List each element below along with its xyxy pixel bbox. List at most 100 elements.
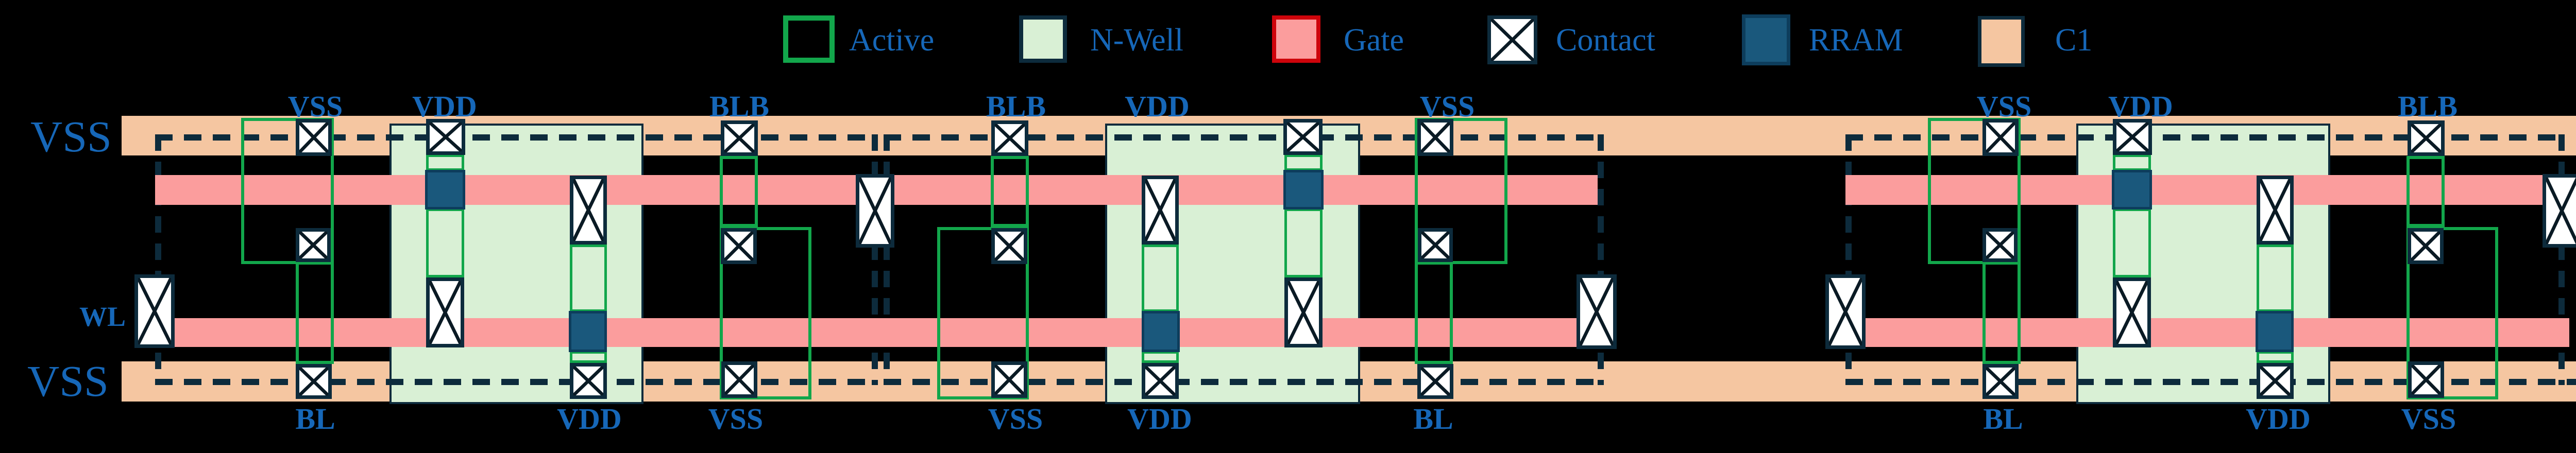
gate-swatch-icon [1272,15,1320,63]
legend-item-active-label: Active [849,23,935,58]
legend-item-gate-label: Gate [1344,23,1404,58]
cell-boundary-dash [155,134,872,141]
active-swatch-icon [783,15,835,63]
legend-item-c1-label: C1 [2055,23,2093,58]
active-region [1142,351,1179,363]
active-region [720,156,758,227]
cell-bottom-label: VDD [2246,402,2311,435]
cell-bottom-label: VSS [988,402,1043,435]
cell-bottom-label: VSS [2401,402,2456,435]
cell-top-label: BLB [986,90,1046,123]
active-region [296,262,334,364]
rram-device [1283,170,1324,210]
cell-top-label: VSS [1976,90,2032,123]
active-region [426,208,464,277]
contact-marker [1577,274,1617,349]
legend-item-nwell-label: N-Well [1090,23,1183,58]
contact-marker [991,361,1027,398]
active-region [1415,262,1453,364]
contact-marker [1982,228,2018,262]
contact-marker [721,361,757,398]
cell-bottom-label: VDD [557,402,622,435]
cell-bottom-label: BL [1413,402,1453,435]
rram-device [2256,311,2294,352]
cell-boundary-dash [872,134,878,385]
cell-bottom-label: BL [295,402,335,435]
contact-marker [296,364,332,399]
contact-marker [2257,363,2294,399]
contact-marker [856,174,894,248]
active-region [2406,156,2445,227]
cell-bottom-label: VSS [708,402,764,435]
rram-device [1142,311,1180,352]
active-region [937,227,1029,399]
gate-bar [175,318,1577,347]
contact-marker [721,228,757,264]
legend-item-contact-label: Contact [1556,23,1655,58]
active-region [1284,208,1323,277]
active-region [426,154,464,171]
contact-marker [570,176,607,245]
cell-top-label: VSS [287,90,343,123]
contact-marker [2408,120,2445,156]
contact-marker [426,119,465,155]
rram-device [569,311,607,352]
contact-marker [426,277,464,347]
contact-marker [721,120,758,156]
cell-top-label: VDD [2108,90,2173,123]
active-region [1142,245,1179,312]
cell-top-label: VDD [1125,90,1190,123]
contact-marker [134,274,175,348]
label-wl: WL [79,301,126,332]
contact-marker [1417,364,1453,399]
active-region [720,227,811,399]
active-region [1982,262,2021,364]
active-region [2113,154,2151,171]
cell-boundary-dash [155,379,872,385]
rram-device [425,170,465,210]
contact-marker [1142,363,1179,399]
cell-top-label: VDD [412,90,477,123]
active-region [1284,154,1323,171]
contact-marker [991,120,1028,156]
contact-swatch-icon [1487,15,1537,64]
cell-bottom-label: VDD [1127,402,1192,435]
contact-marker [296,119,332,156]
cell-bottom-label: BL [1983,402,2023,435]
contact-marker [1982,364,2019,399]
nwell-swatch-icon [1019,15,1067,63]
active-region [1928,118,2021,264]
contact-marker [1283,119,1323,155]
contact-marker [1142,176,1179,245]
contact-marker [2257,176,2294,245]
contact-marker [2408,228,2444,264]
cell-boundary-dash [884,134,890,385]
contact-marker [2113,277,2151,347]
label-vss-rail-bottom: VSS [27,356,109,406]
gate-bar [1845,175,2544,205]
contact-marker [991,228,1027,264]
contact-marker [2408,361,2444,398]
contact-marker [570,363,607,399]
cell-top-label: BLB [2397,90,2458,123]
contact-marker [1982,119,2019,156]
contact-marker [296,228,331,262]
active-region [570,245,607,312]
cell-boundary-dash [1845,134,2558,141]
legend-item-rram-label: RRAM [1809,23,1903,58]
c1-swatch-icon [1978,16,2025,67]
active-region [2113,208,2151,277]
cell-boundary-dash [1845,379,2576,385]
contact-marker [2543,174,2576,248]
contact-marker [1418,228,1453,262]
label-vss-rail-top: VSS [30,112,112,161]
cell-top-label: VSS [1419,90,1475,123]
contact-marker [1284,277,1323,347]
active-region [241,118,334,264]
cell-top-label: BLB [709,90,770,123]
contact-marker [1417,119,1453,156]
rram-device [2112,170,2152,210]
active-region [1415,118,1507,264]
